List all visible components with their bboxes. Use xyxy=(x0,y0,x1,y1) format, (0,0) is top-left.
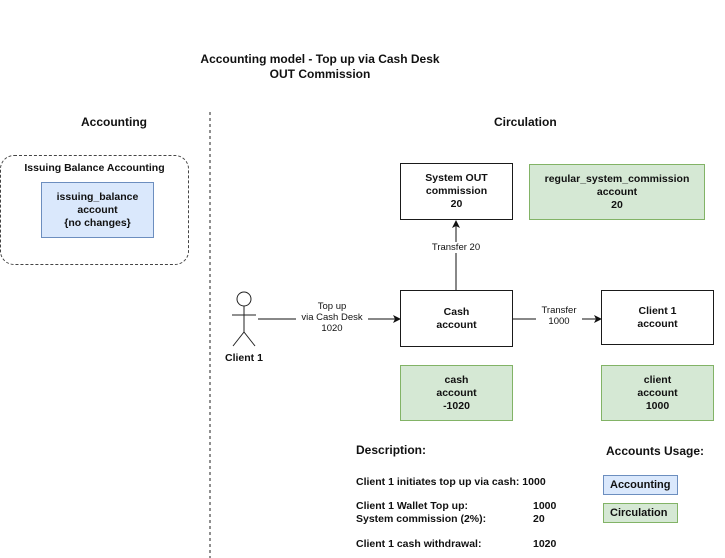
description-row-2-value: 1000 xyxy=(533,500,557,512)
cash-account-line-2: account xyxy=(436,318,477,331)
system-out-commission-node: System OUT commission 20 xyxy=(400,163,513,220)
client1-account-line-1: Client 1 xyxy=(638,304,677,317)
diagram-title: Accounting model - Top up via Cash Desk … xyxy=(170,52,470,82)
legend-item-circulation: Circulation xyxy=(603,503,678,523)
cash-account-node: Cash account xyxy=(400,290,513,347)
cash-balance-line-3: -1020 xyxy=(443,399,470,412)
edge-label-transfer-commission: Transfer 20 xyxy=(424,242,488,253)
transfer-client-line-2: 1000 xyxy=(548,316,570,327)
regular-commission-line-3: 20 xyxy=(611,198,623,211)
actor-figure xyxy=(232,291,256,347)
client-balance-node: client account 1000 xyxy=(601,365,714,421)
issuing-balance-line-1: issuing_balance xyxy=(56,190,139,203)
edge-label-transfer-client: Transfer 1000 xyxy=(536,305,582,327)
issuing-balance-group: Issuing Balance Accounting xyxy=(0,155,189,265)
issuing-balance-account-node: issuing_balance account {no changes} xyxy=(41,182,154,238)
system-out-line-2: commission xyxy=(425,185,488,197)
client1-account-node: Client 1 account xyxy=(601,290,714,345)
title-line-1: Accounting model - Top up via Cash Desk xyxy=(200,52,440,66)
description-row-2-label: Client 1 Wallet Top up: xyxy=(356,500,468,512)
regular-system-commission-node: regular_system_commission account 20 xyxy=(529,164,705,220)
legend-heading: Accounts Usage: xyxy=(606,444,705,458)
description-row-3-label: System commission (2%): xyxy=(356,513,487,525)
client-balance-line-3: 1000 xyxy=(645,399,670,412)
cash-account-line-1: Cash xyxy=(443,305,470,318)
description-heading: Description: xyxy=(356,443,427,457)
actor-label: Client 1 xyxy=(225,352,263,364)
cash-balance-line-1: cash xyxy=(444,373,469,386)
legend-item-accounting-label: Accounting xyxy=(610,479,671,491)
client-balance-line-1: client xyxy=(643,373,672,386)
system-out-line-1: System OUT xyxy=(425,172,488,184)
issuing-balance-line-2: account xyxy=(77,203,118,216)
issuing-group-label: Issuing Balance Accounting xyxy=(24,162,165,174)
topup-line-2: via Cash Desk xyxy=(301,312,363,323)
description-row-1-label: Client 1 initiates top up via cash: xyxy=(356,476,520,488)
description-row-1: Client 1 initiates top up via cash: 1000 xyxy=(356,476,546,488)
regular-commission-line-2: account xyxy=(596,185,638,198)
topup-line-1: Top up xyxy=(317,301,347,312)
legend-item-accounting: Accounting xyxy=(603,475,678,495)
description-row-4-label: Client 1 cash withdrawal: xyxy=(356,538,482,550)
cash-balance-line-2: account xyxy=(436,386,477,399)
transfer-client-line-1: Transfer xyxy=(541,305,577,316)
issuing-balance-line-3: {no changes} xyxy=(64,216,131,229)
topup-line-3: 1020 xyxy=(321,323,343,334)
description-row-3-value: 20 xyxy=(533,513,545,525)
title-line-2: OUT Commission xyxy=(269,67,371,81)
regular-commission-line-1: regular_system_commission xyxy=(544,172,690,185)
description-row-1-value: 1000 xyxy=(522,476,546,488)
cash-balance-node: cash account -1020 xyxy=(400,365,513,421)
system-out-line-3: 20 xyxy=(450,198,463,210)
section-title-circulation: Circulation xyxy=(494,115,557,129)
section-title-accounting: Accounting xyxy=(81,115,147,129)
client-balance-line-2: account xyxy=(637,386,678,399)
description-row-4-value: 1020 xyxy=(533,538,557,550)
client1-account-line-2: account xyxy=(637,317,678,330)
edge-label-topup: Top up via Cash Desk 1020 xyxy=(296,301,368,334)
legend-item-circulation-label: Circulation xyxy=(610,507,668,519)
